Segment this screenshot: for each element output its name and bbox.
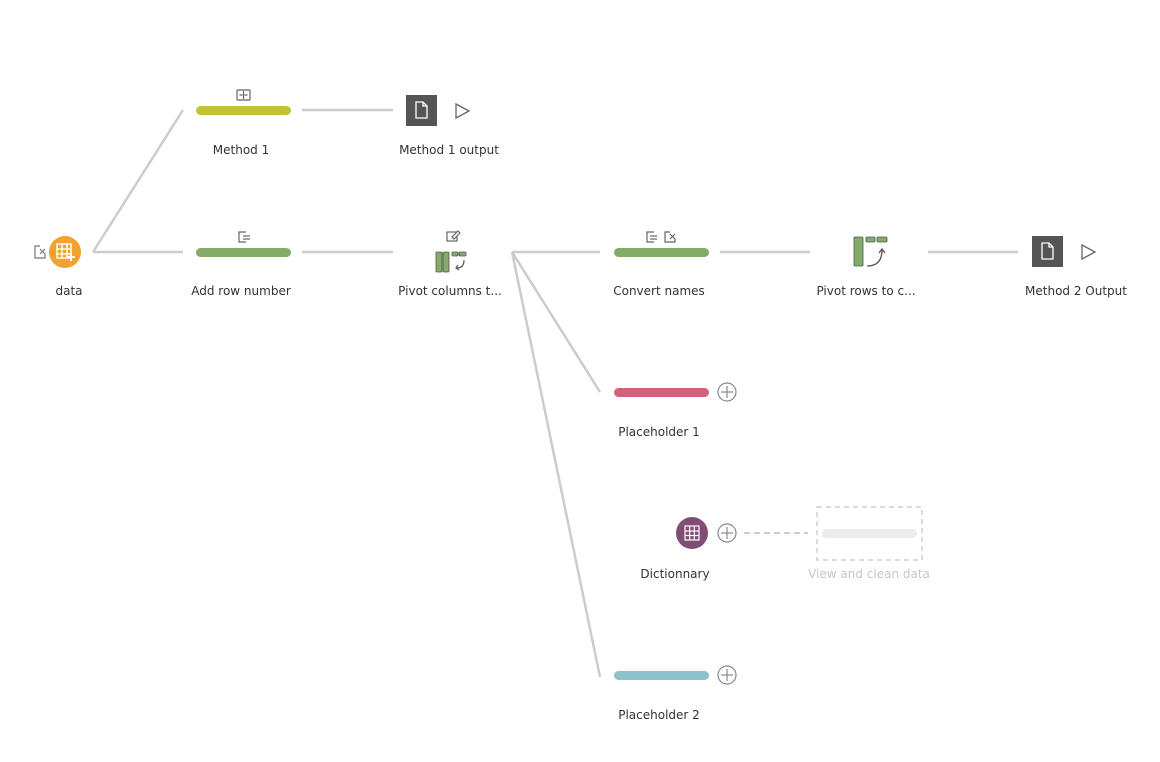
label-data: data xyxy=(55,284,83,298)
remove-field-icon xyxy=(34,245,46,259)
label-pivot-rows: Pivot rows to c... xyxy=(816,284,916,298)
clean-step-icon xyxy=(238,231,250,243)
connector-data-method1 xyxy=(91,109,185,253)
plus-circle-icon[interactable] xyxy=(717,665,737,685)
pivot-icon xyxy=(435,251,467,273)
pivot-rows-icon xyxy=(853,236,888,267)
label-pivot-columns: Pivot columns t... xyxy=(398,284,502,298)
node-convert-names[interactable] xyxy=(614,231,709,257)
union-icon xyxy=(236,89,251,101)
label-add-row-number: Add row number xyxy=(191,284,291,298)
label-dictionnary: Dictionnary xyxy=(640,567,710,581)
node-data[interactable] xyxy=(34,236,81,268)
edit-icon xyxy=(446,230,461,242)
plus-circle-icon[interactable] xyxy=(717,382,737,402)
file-icon xyxy=(1041,242,1054,260)
node-method2-output[interactable] xyxy=(1032,236,1097,267)
play-icon[interactable] xyxy=(1081,243,1097,261)
label-view-clean: View and clean data xyxy=(808,567,930,581)
plus-circle-icon[interactable] xyxy=(717,523,737,543)
play-icon[interactable] xyxy=(455,102,471,120)
grid-add-icon xyxy=(56,243,72,259)
label-convert-names: Convert names xyxy=(613,284,705,298)
node-pivot-columns[interactable] xyxy=(435,230,467,273)
plus-badge-icon xyxy=(67,253,75,261)
label-method1: Method 1 xyxy=(212,143,270,157)
clean-remove-icon xyxy=(646,231,676,243)
connector-pivot-placeholder2 xyxy=(510,251,602,678)
label-placeholder1: Placeholder 1 xyxy=(618,425,700,439)
connectors xyxy=(91,108,1018,678)
label-placeholder2: Placeholder 2 xyxy=(618,708,700,722)
label-method2-output: Method 2 Output xyxy=(1025,284,1127,298)
connector-pivot-placeholder1 xyxy=(510,251,602,393)
file-icon xyxy=(415,101,428,119)
node-placeholder2[interactable] xyxy=(614,665,737,685)
node-placeholder1[interactable] xyxy=(614,382,737,402)
node-method1-output[interactable] xyxy=(406,95,471,126)
label-method1-output: Method 1 output xyxy=(399,143,499,157)
table-icon xyxy=(684,525,700,541)
node-dictionnary[interactable] xyxy=(676,517,737,549)
node-view-clean-ghost[interactable] xyxy=(816,506,923,561)
node-method1[interactable] xyxy=(196,89,291,115)
node-add-row-number[interactable] xyxy=(196,231,291,257)
node-pivot-rows[interactable] xyxy=(853,236,888,267)
